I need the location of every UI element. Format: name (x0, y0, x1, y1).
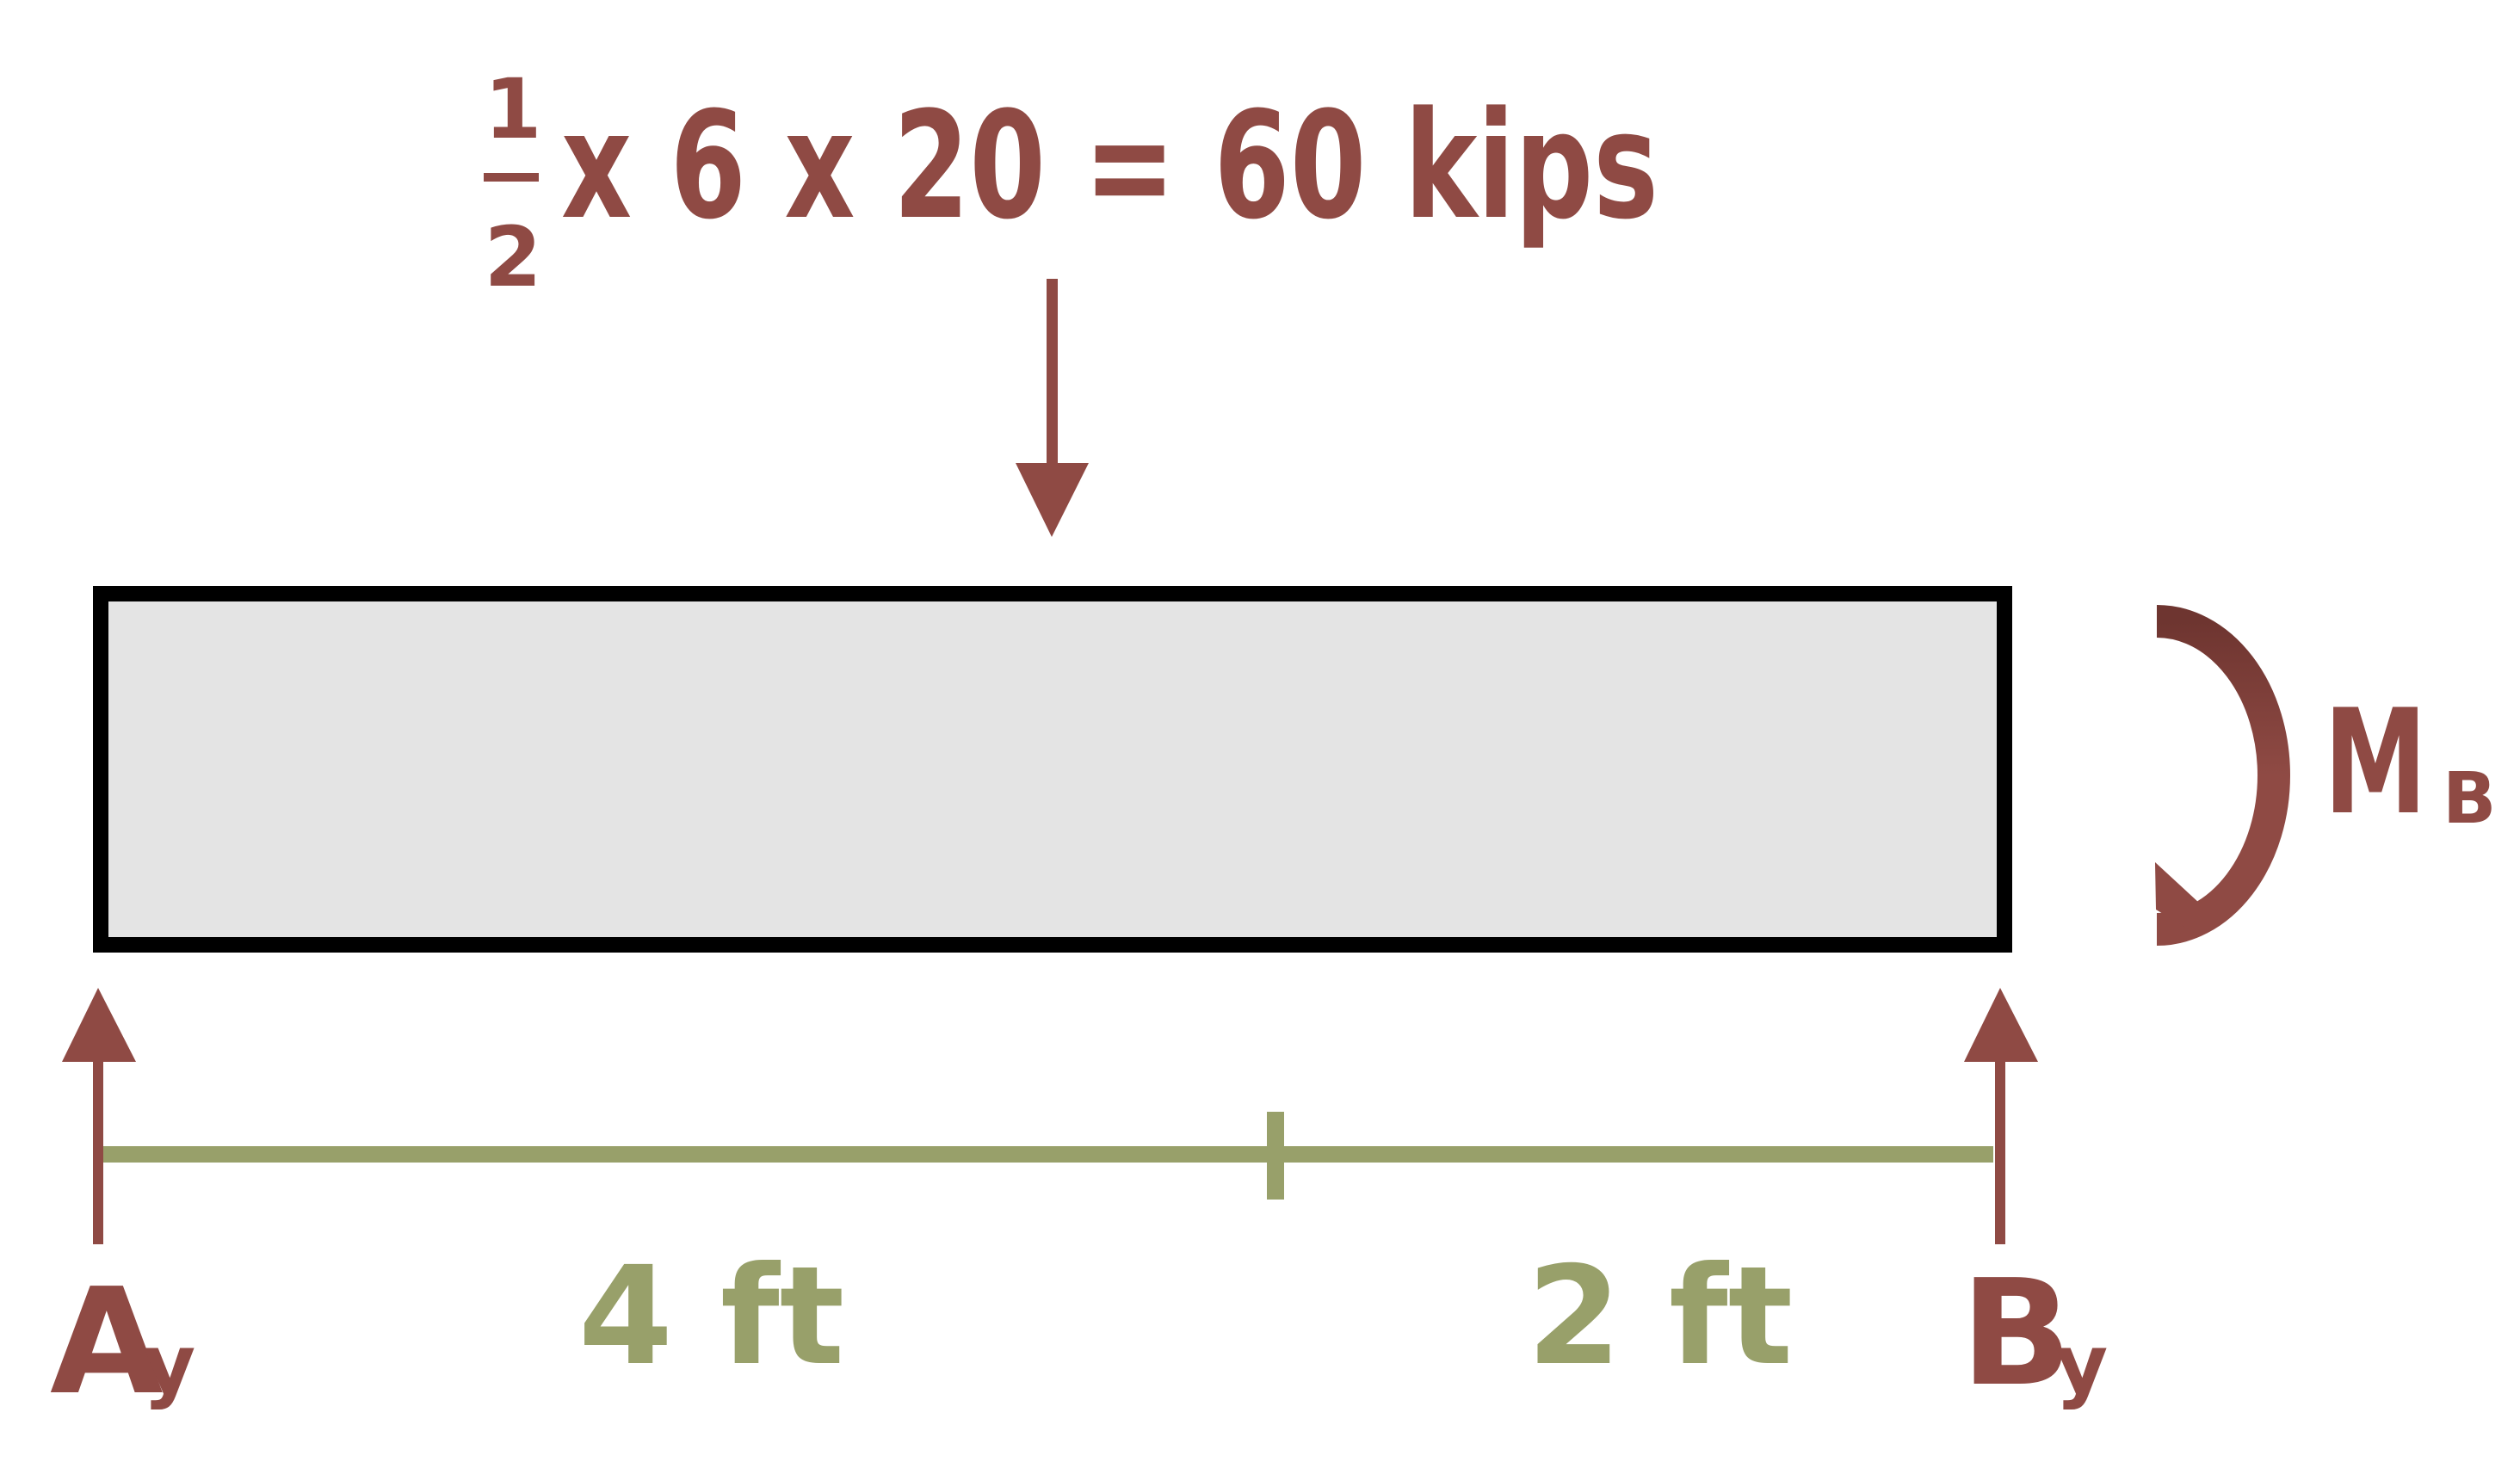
beam (93, 586, 2012, 953)
reaction-label-b: B y (1961, 1249, 2108, 1419)
dimension-label-left: 4 ft (578, 1237, 844, 1396)
moment-label-main: M (2324, 678, 2427, 847)
reaction-arrow-b (1964, 988, 2038, 1244)
fraction-denominator: 2 (485, 209, 542, 305)
reaction-label-b-subscript: y (2055, 1318, 2108, 1412)
dimension-line (103, 1112, 1993, 1200)
moment-label-subscript: B (2443, 758, 2497, 840)
load-expression: x 6 x 20 = 60 kips (561, 79, 1658, 252)
fraction-numerator: 1 (485, 61, 542, 157)
moment-label: M B (2324, 678, 2497, 847)
dimension-tick (1267, 1112, 1284, 1200)
dimension-label-right: 2 ft (1527, 1237, 1793, 1396)
load-label: 1 2 x 6 x 20 = 60 kips (484, 61, 1658, 305)
reaction-arrow-a (62, 988, 136, 1244)
reaction-label-a-main: A (50, 1257, 164, 1428)
reaction-label-a: A y (50, 1257, 195, 1428)
load-arrow (1016, 279, 1089, 537)
reaction-label-b-main: B (1961, 1249, 2072, 1419)
fraction-bar (484, 173, 539, 182)
reaction-label-a-subscript: y (143, 1318, 195, 1412)
moment-arrow (2155, 605, 2290, 946)
